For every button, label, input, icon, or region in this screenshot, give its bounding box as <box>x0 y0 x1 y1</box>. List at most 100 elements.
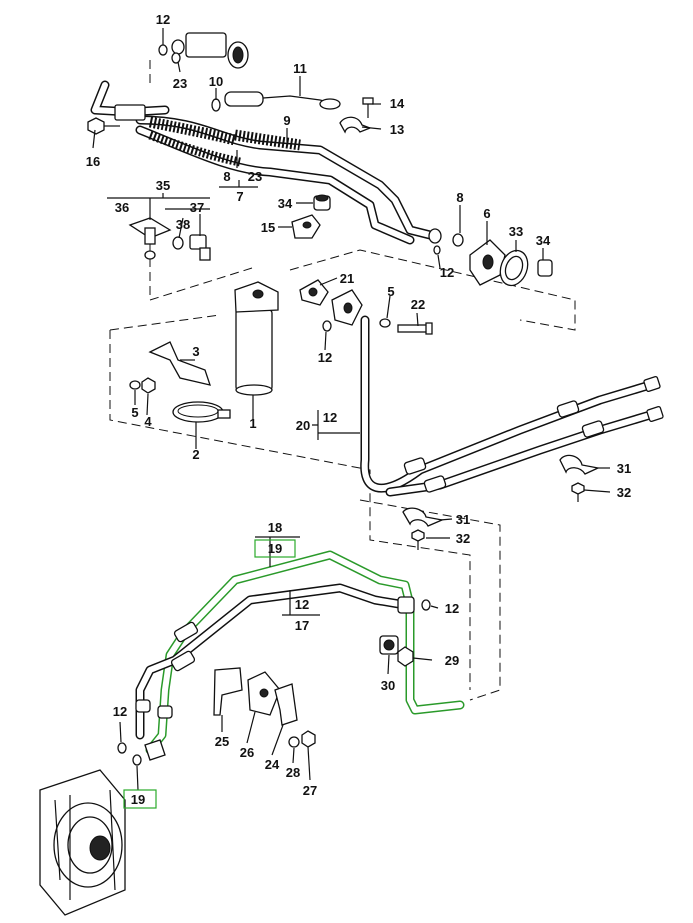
callout-13[interactable]: 13 <box>390 122 404 137</box>
screw-32-lower <box>411 529 425 550</box>
callout-26[interactable]: 26 <box>240 745 254 760</box>
callout-14[interactable]: 14 <box>390 96 405 111</box>
callout-11[interactable]: 11 <box>293 61 307 76</box>
callout-29[interactable]: 29 <box>445 653 459 668</box>
o-ring-12-bottom <box>117 742 127 754</box>
callout-33[interactable]: 33 <box>509 224 523 239</box>
callout-6[interactable]: 6 <box>483 206 490 221</box>
callout-32a[interactable]: 32 <box>617 485 631 500</box>
callout-5b-label: 5 <box>131 405 138 420</box>
o-ring-12-top <box>158 44 168 56</box>
callout-31a-label: 31 <box>617 461 631 476</box>
callout-22-label: 22 <box>411 297 425 312</box>
nut-29 <box>397 646 414 667</box>
callout-22[interactable]: 22 <box>411 297 425 312</box>
callout-32b[interactable]: 32 <box>456 531 470 546</box>
callout-7[interactable]: 7 <box>236 189 243 204</box>
callout-35[interactable]: 35 <box>156 178 170 193</box>
callout-19b-label: 19 <box>131 792 145 807</box>
o-ring-10 <box>211 98 221 112</box>
outline-drier-group <box>109 314 471 690</box>
callout-16[interactable]: 16 <box>86 154 100 169</box>
callout-12a[interactable]: 12 <box>156 12 170 27</box>
callout-21[interactable]: 21 <box>340 271 354 286</box>
callout-23a[interactable]: 23 <box>173 76 187 91</box>
bracket-25 <box>213 667 243 716</box>
clamp-31-upper <box>559 454 601 475</box>
o-ring-12-right <box>433 245 441 255</box>
callout-18-label: 18 <box>268 520 282 535</box>
callout-34a[interactable]: 34 <box>278 196 293 211</box>
callout-1[interactable]: 1 <box>249 416 256 431</box>
callout-4[interactable]: 4 <box>144 414 152 429</box>
nut-27 <box>301 730 316 748</box>
callout-17[interactable]: 17 <box>295 618 309 633</box>
callout-25[interactable]: 25 <box>215 734 229 749</box>
callout-10[interactable]: 10 <box>209 74 223 89</box>
callout-8a[interactable]: 8 <box>223 169 230 184</box>
callout-36[interactable]: 36 <box>115 200 129 215</box>
callout-23b-label: 23 <box>248 169 262 184</box>
callout-12e[interactable]: 12 <box>295 597 309 612</box>
callout-25-label: 25 <box>215 734 229 749</box>
screw-14 <box>362 97 374 118</box>
callout-28[interactable]: 28 <box>286 765 300 780</box>
callout-14-label: 14 <box>390 96 405 111</box>
callout-30[interactable]: 30 <box>381 678 395 693</box>
callout-12b[interactable]: 12 <box>440 265 454 280</box>
callout-38[interactable]: 38 <box>176 217 190 232</box>
callout-5b[interactable]: 5 <box>131 405 138 420</box>
line-20 <box>360 315 664 497</box>
callout-12g[interactable]: 12 <box>113 704 127 719</box>
callout-5a[interactable]: 5 <box>387 284 394 299</box>
o-ring-12-lower-right <box>421 599 431 611</box>
callout-29-label: 29 <box>445 653 459 668</box>
callout-12c[interactable]: 12 <box>318 350 332 365</box>
o-ring-8-right <box>452 233 464 247</box>
callout-20[interactable]: 20 <box>296 418 310 433</box>
bracket-24 <box>274 683 298 726</box>
bolt-16 <box>87 117 120 135</box>
callout-12f-label: 12 <box>445 601 459 616</box>
callout-2[interactable]: 2 <box>192 447 199 462</box>
callout-27-label: 27 <box>303 783 317 798</box>
callout-36-label: 36 <box>115 200 129 215</box>
hose-18-19-highlighted <box>144 550 465 761</box>
callout-31b[interactable]: 31 <box>456 512 470 527</box>
callout-12d[interactable]: 12 <box>323 410 337 425</box>
callout-3-label: 3 <box>192 344 199 359</box>
callout-37-label: 37 <box>190 200 204 215</box>
callout-24-label: 24 <box>265 757 280 772</box>
callout-12g-label: 12 <box>113 704 127 719</box>
callout-23a-label: 23 <box>173 76 187 91</box>
callout-19b[interactable]: 19 <box>131 792 145 807</box>
callout-20-label: 20 <box>296 418 310 433</box>
callout-34b[interactable]: 34 <box>536 233 551 248</box>
callout-23b[interactable]: 23 <box>248 169 262 184</box>
callout-34a-label: 34 <box>278 196 293 211</box>
callout-31a[interactable]: 31 <box>617 461 631 476</box>
callout-30-label: 30 <box>381 678 395 693</box>
highlight-box-19-top <box>254 539 296 558</box>
callout-26-label: 26 <box>240 745 254 760</box>
callout-9[interactable]: 9 <box>283 113 290 128</box>
callout-37[interactable]: 37 <box>190 200 204 215</box>
callout-8b[interactable]: 8 <box>456 190 463 205</box>
screw-32-upper <box>571 482 585 502</box>
callout-7-label: 7 <box>236 189 243 204</box>
outline-lower-group <box>359 499 501 701</box>
callout-27[interactable]: 27 <box>303 783 317 798</box>
callout-6-label: 6 <box>483 206 490 221</box>
callout-24[interactable]: 24 <box>265 757 280 772</box>
condenser-fan <box>39 769 126 916</box>
callout-1-label: 1 <box>249 416 256 431</box>
callout-15[interactable]: 15 <box>261 220 275 235</box>
callout-15-label: 15 <box>261 220 275 235</box>
o-ring-12-mid <box>322 320 332 332</box>
callout-19a[interactable]: 19 <box>268 541 282 556</box>
callout-18[interactable]: 18 <box>268 520 282 535</box>
callout-35-label: 35 <box>156 178 170 193</box>
callout-3[interactable]: 3 <box>192 344 199 359</box>
callout-12f[interactable]: 12 <box>445 601 459 616</box>
